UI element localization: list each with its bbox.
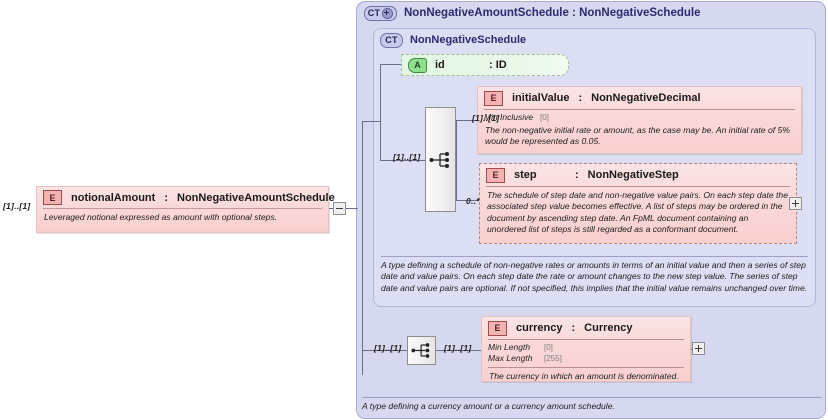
- facet-label: Min Inclusive: [484, 112, 534, 122]
- connector-line: [362, 121, 381, 122]
- connector-line: [380, 121, 381, 161]
- facet-label: Min Length: [488, 342, 531, 352]
- element-separator: :: [578, 92, 583, 104]
- facet-list: Min Inclusive [0]: [478, 110, 801, 125]
- attribute-icon: A: [408, 57, 427, 73]
- attribute-type: : ID: [489, 59, 507, 71]
- connector-line: [329, 208, 334, 209]
- element-type: Currency: [584, 322, 633, 334]
- sequence-icon: [410, 343, 429, 358]
- attribute-header: A id : ID: [402, 55, 568, 75]
- element-box-step[interactable]: E step : NonNegativeStep The schedule of…: [479, 163, 797, 244]
- outer-complextype-documentation: A type defining a currency amount or a c…: [362, 397, 822, 412]
- connector-line: [456, 200, 480, 201]
- divider: [43, 208, 322, 209]
- element-separator: :: [571, 322, 576, 334]
- element-header: E currency : Currency: [482, 317, 690, 339]
- badge-ct-label: CT: [367, 7, 381, 18]
- attribute-name: id: [435, 59, 445, 71]
- inner-complextype-title-text: NonNegativeSchedule: [410, 34, 527, 46]
- element-separator: :: [164, 191, 168, 204]
- element-icon: E: [488, 320, 507, 336]
- element-header: E notionalAmount : NonNegativeAmountSche…: [37, 187, 335, 208]
- facet-row: Min Length [0]: [488, 342, 684, 353]
- element-icon: E: [484, 90, 503, 106]
- inner-complextype-documentation: A type defining a schedule of non-negati…: [381, 256, 808, 294]
- element-type: NonNegativeStep: [587, 169, 679, 181]
- outer-complextype-title: CT NonNegativeAmountSchedule : NonNegati…: [364, 4, 701, 22]
- multiplicity-label-initialValue: [1]..[1]: [472, 113, 500, 123]
- connector-line: [346, 208, 358, 209]
- element-type: NonNegativeAmountSchedule: [177, 191, 335, 204]
- connector-line: [362, 350, 407, 351]
- divider: [484, 109, 795, 110]
- facet-value: [255]: [544, 354, 562, 363]
- minus-toggle-notionalAmount[interactable]: [333, 202, 346, 215]
- multiplicity-label-notionalAmount: [1]..[1]: [3, 201, 31, 211]
- multiplicity-label-sequence-main: [1]..[1]: [393, 152, 421, 162]
- divider: [488, 367, 684, 368]
- plus-toggle-currency[interactable]: [692, 342, 705, 355]
- element-box-initialValue[interactable]: E initialValue : NonNegativeDecimal Min …: [477, 86, 802, 154]
- outer-complextype-title-text: NonNegativeAmountSchedule : NonNegativeS…: [404, 7, 701, 19]
- divider: [486, 186, 790, 187]
- attribute-box-id[interactable]: A id : ID: [401, 54, 569, 76]
- element-box-notionalAmount[interactable]: E notionalAmount : NonNegativeAmountSche…: [36, 186, 335, 233]
- element-name: notionalAmount: [71, 191, 156, 204]
- multiplicity-label-step: 0..*: [466, 196, 480, 206]
- connector-line: [380, 64, 402, 65]
- facet-row: Min Inclusive [0]: [484, 112, 795, 123]
- element-documentation: The schedule of step date and non-negati…: [487, 190, 788, 235]
- connector-line: [436, 350, 481, 351]
- element-box-currency[interactable]: E currency : Currency Min Length [0] Max…: [481, 316, 691, 382]
- divider: [488, 339, 684, 340]
- sequence-compositor-currency[interactable]: [407, 336, 436, 365]
- element-name: currency: [516, 322, 563, 334]
- element-header: E initialValue : NonNegativeDecimal: [478, 87, 801, 109]
- element-separator: :: [575, 169, 579, 181]
- connector-line: [456, 120, 457, 200]
- complextype-badge-icon[interactable]: CT: [380, 32, 403, 48]
- element-type: NonNegativeDecimal: [591, 92, 701, 104]
- element-documentation: The currency in which an amount is denom…: [489, 371, 679, 381]
- element-documentation: The non-negative initial rate or amount,…: [485, 125, 790, 147]
- connector-line: [380, 160, 426, 161]
- facet-value: [0]: [544, 343, 553, 352]
- element-documentation: Leveraged notional expressed as amount w…: [44, 212, 278, 222]
- element-name: initialValue: [512, 92, 570, 104]
- element-icon: E: [43, 190, 62, 205]
- sequence-icon: [429, 151, 449, 168]
- inner-complextype-title: CT NonNegativeSchedule: [380, 32, 526, 48]
- connector-trunk: [362, 121, 363, 375]
- connector-line: [456, 120, 478, 121]
- connector-branch: [380, 64, 381, 122]
- facet-value: [0]: [540, 113, 549, 122]
- facet-row: Max Length [255]: [488, 353, 684, 364]
- element-name: step: [514, 169, 537, 181]
- badge-ct2-label: CT: [385, 34, 398, 45]
- plus-toggle-step[interactable]: [789, 197, 802, 210]
- multiplicity-label-sequence-currency-in: [1]..[1]: [374, 343, 402, 353]
- complextype-expand-badge-icon[interactable]: CT: [364, 5, 397, 21]
- facet-list: Min Length [0] Max Length [255]: [482, 340, 690, 366]
- multiplicity-label-currency: [1]..[1]: [444, 343, 472, 353]
- element-icon: E: [486, 167, 505, 183]
- facet-label: Max Length: [488, 353, 533, 363]
- plus-icon: [382, 7, 394, 19]
- sequence-compositor-main[interactable]: [425, 107, 456, 212]
- element-header: E step : NonNegativeStep: [480, 164, 796, 186]
